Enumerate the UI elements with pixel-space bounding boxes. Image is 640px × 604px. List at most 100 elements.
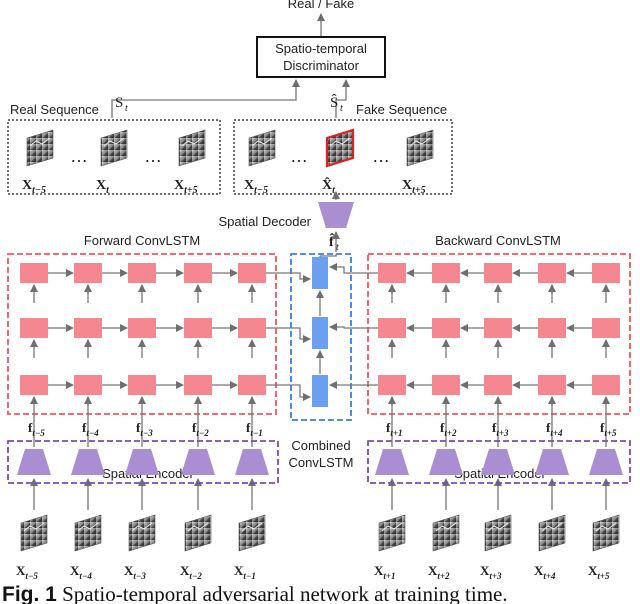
forward-cell-0-0 — [20, 263, 48, 283]
forward-input-label-4-sub: t−1 — [243, 571, 255, 581]
forward-encoder-4 — [235, 449, 269, 475]
forward-input-frame-3 — [184, 514, 212, 552]
backward-input-frame-2 — [484, 514, 512, 552]
forward-encoder-box — [7, 440, 279, 484]
fake-frame-label-1-sub: t — [332, 185, 336, 196]
forward-feature-0: ft−5 — [28, 420, 45, 438]
backward-input-label-0-sub: t+1 — [383, 571, 395, 581]
real-frame-2-image — [178, 129, 206, 167]
forward-cell-1-2 — [128, 318, 156, 338]
forward-feature-2-sub: t−3 — [140, 428, 153, 438]
forward-cell-0-4 — [238, 263, 266, 283]
backward-input-frame-3-image — [538, 514, 566, 552]
fake-frame-0 — [248, 129, 276, 167]
fake-frame-0-detail — [251, 137, 273, 147]
fake-ellipsis-1: … — [290, 146, 308, 166]
backward-cell-1-1 — [432, 318, 460, 338]
backward-cell-1-0 — [378, 318, 406, 338]
backward-cell-2-2 — [484, 375, 512, 395]
fake-frame-2-detail — [409, 137, 431, 147]
backward-encoder-2 — [481, 449, 515, 475]
real-frame-1-image — [100, 129, 128, 167]
forward-feature-0-sub: t−5 — [32, 428, 45, 438]
backward-input-frame-0-image — [378, 514, 406, 552]
fake-s-symbol: Ŝ — [330, 94, 338, 111]
backward-input-frame-3-detail — [541, 522, 563, 532]
backward-input-frame-3 — [538, 514, 566, 552]
real-sequence-box — [7, 119, 221, 195]
backward-cell-0-0 — [378, 263, 406, 283]
backward-cell-2-4 — [592, 375, 620, 395]
real-frame-2-detail — [181, 137, 203, 147]
spatial-decoder-label: Spatial Decoder — [219, 214, 312, 229]
forward-encoder-0 — [17, 449, 51, 475]
real-frame-1-detail — [103, 137, 125, 147]
combined-cells — [312, 257, 328, 407]
backward-cell-2-1 — [432, 375, 460, 395]
caption-label: Fig. 1 — [2, 583, 57, 604]
forward-cell-1-0 — [20, 318, 48, 338]
backward-encoder-0 — [375, 449, 409, 475]
real-s-sub: t — [125, 103, 128, 114]
backward-input-frame-2-image — [484, 514, 512, 552]
forward-input-frame-0-detail — [23, 522, 45, 532]
discriminator-label-2: Discriminator — [283, 58, 360, 73]
caption-text: Spatio-temporal adversarial network at t… — [62, 582, 508, 604]
forward-cell-0-3 — [184, 263, 212, 283]
forward-cell-1-3 — [184, 318, 212, 338]
forward-input-frame-4 — [238, 514, 266, 552]
backward-feature-4: ft+5 — [600, 420, 617, 438]
backward-cell-1-4 — [592, 318, 620, 338]
fake-ellipsis-2: … — [372, 146, 390, 166]
connections — [30, 254, 610, 510]
backward-encoder-3 — [535, 449, 569, 475]
combined-lstm-label-2: ConvLSTM — [288, 455, 353, 470]
lstm-grid — [20, 263, 620, 395]
discriminator-box — [256, 36, 386, 78]
forward-cell-0-2 — [128, 263, 156, 283]
forward-input-label-3-sub: t−2 — [189, 571, 202, 581]
forward-encoder-2 — [125, 449, 159, 475]
combined-lstm-label-1: Combined — [291, 438, 350, 453]
real-to-disc-arrow — [111, 79, 300, 118]
backward-cell-0-1 — [432, 263, 460, 283]
backward-cell-1-3 — [538, 318, 566, 338]
forward-input-frame-1 — [74, 514, 102, 552]
forward-cell-1-1 — [74, 318, 102, 338]
figure-caption: Fig. 1 Spatio-temporal adversarial netwo… — [2, 582, 638, 604]
fake-sequence-label: Fake Sequence — [356, 102, 447, 117]
backward-input-frame-2-detail — [487, 522, 509, 532]
forward-cell-1-4 — [238, 318, 266, 338]
forward-feature-3-sub: t−2 — [196, 428, 209, 438]
backward-feature-1: ft+2 — [440, 420, 457, 438]
backward-lstm-box — [367, 253, 631, 415]
forward-input-label-4: Xt−1 — [234, 563, 256, 581]
backward-encoder-box — [367, 440, 631, 484]
forward-cell-2-0 — [20, 375, 48, 395]
backward-input-frame-0-detail — [381, 522, 403, 532]
backward-to-combined-0 — [329, 263, 378, 274]
combined-lstm-box — [290, 253, 352, 421]
forward-input-label-1: Xt−4 — [70, 563, 92, 581]
forward-cell-2-3 — [184, 375, 212, 395]
combined-cell-0 — [312, 257, 328, 289]
real-frame-label-1-sub: t — [106, 185, 110, 196]
forward-encoder-1 — [71, 449, 105, 475]
backward-encoder-1 — [429, 449, 463, 475]
backward-input-frame-1-detail — [435, 522, 457, 532]
backward-input-label-3-sub: t+4 — [543, 571, 556, 581]
real-ellipsis-2: … — [144, 146, 162, 166]
forward-input-label-0-sub: t−5 — [25, 571, 38, 581]
backward-input-frame-1-image — [432, 514, 460, 552]
decoder-feature-sub: t — [336, 242, 339, 253]
backward-feature-0-sub: t+1 — [390, 428, 402, 438]
backward-cell-1-2 — [484, 318, 512, 338]
forward-input-label-0: Xt−5 — [16, 563, 38, 581]
forward-cell-2-1 — [74, 375, 102, 395]
real-frame-1 — [100, 129, 128, 167]
forward-input-label-3: Xt−2 — [180, 563, 202, 581]
backward-input-frame-4-detail — [595, 522, 617, 532]
